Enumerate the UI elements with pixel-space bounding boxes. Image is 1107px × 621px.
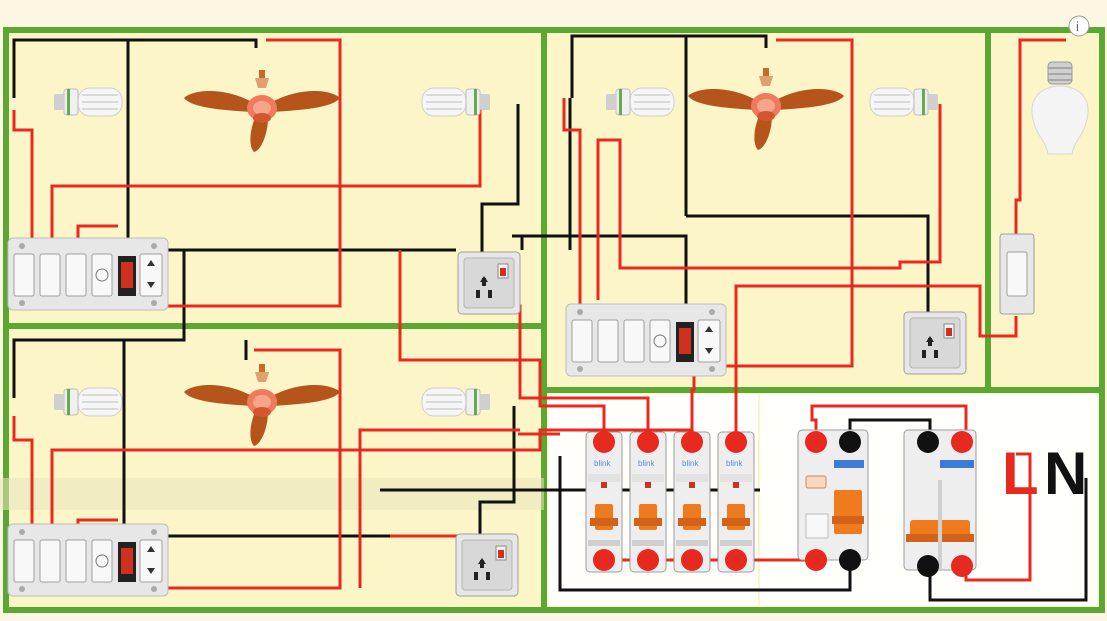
cfl-bulb-icon xyxy=(53,387,123,417)
info-badge[interactable]: i xyxy=(1068,15,1090,37)
shadow-band xyxy=(0,478,544,510)
mcb-icon: blink xyxy=(585,431,623,573)
socket-icon xyxy=(903,311,967,375)
cfl-bulb-icon xyxy=(421,387,491,417)
mcb-icon: blink xyxy=(629,431,667,573)
mcb-icon: blink xyxy=(717,431,755,573)
mcb-brand: blink xyxy=(638,459,655,468)
cfl-bulb-icon xyxy=(421,87,491,117)
cfl-bulb-icon xyxy=(869,87,939,117)
supply-labels: L N xyxy=(1002,440,1087,507)
socket-icon xyxy=(455,533,519,597)
mcb-icon: blink xyxy=(673,431,711,573)
switchboard-icon xyxy=(565,303,727,377)
terminal-dots xyxy=(593,431,973,577)
switchboard-icon xyxy=(7,523,169,597)
neutral-label: N xyxy=(1044,440,1087,507)
line-label: L xyxy=(1002,440,1039,507)
cfl-bulb-icon xyxy=(605,87,675,117)
room-right xyxy=(985,27,1105,393)
socket-icon xyxy=(457,251,521,315)
cfl-bulb-icon xyxy=(53,87,123,117)
mcb-brand: blink xyxy=(726,459,743,468)
mcb-brand: blink xyxy=(682,459,699,468)
switchboard-icon xyxy=(7,237,169,311)
single-switch-icon xyxy=(999,233,1035,315)
mcb-brand: blink xyxy=(594,459,611,468)
rccb-icon xyxy=(797,429,869,561)
double-pole-mcb-icon xyxy=(903,429,977,571)
info-icon: i xyxy=(1076,19,1079,34)
